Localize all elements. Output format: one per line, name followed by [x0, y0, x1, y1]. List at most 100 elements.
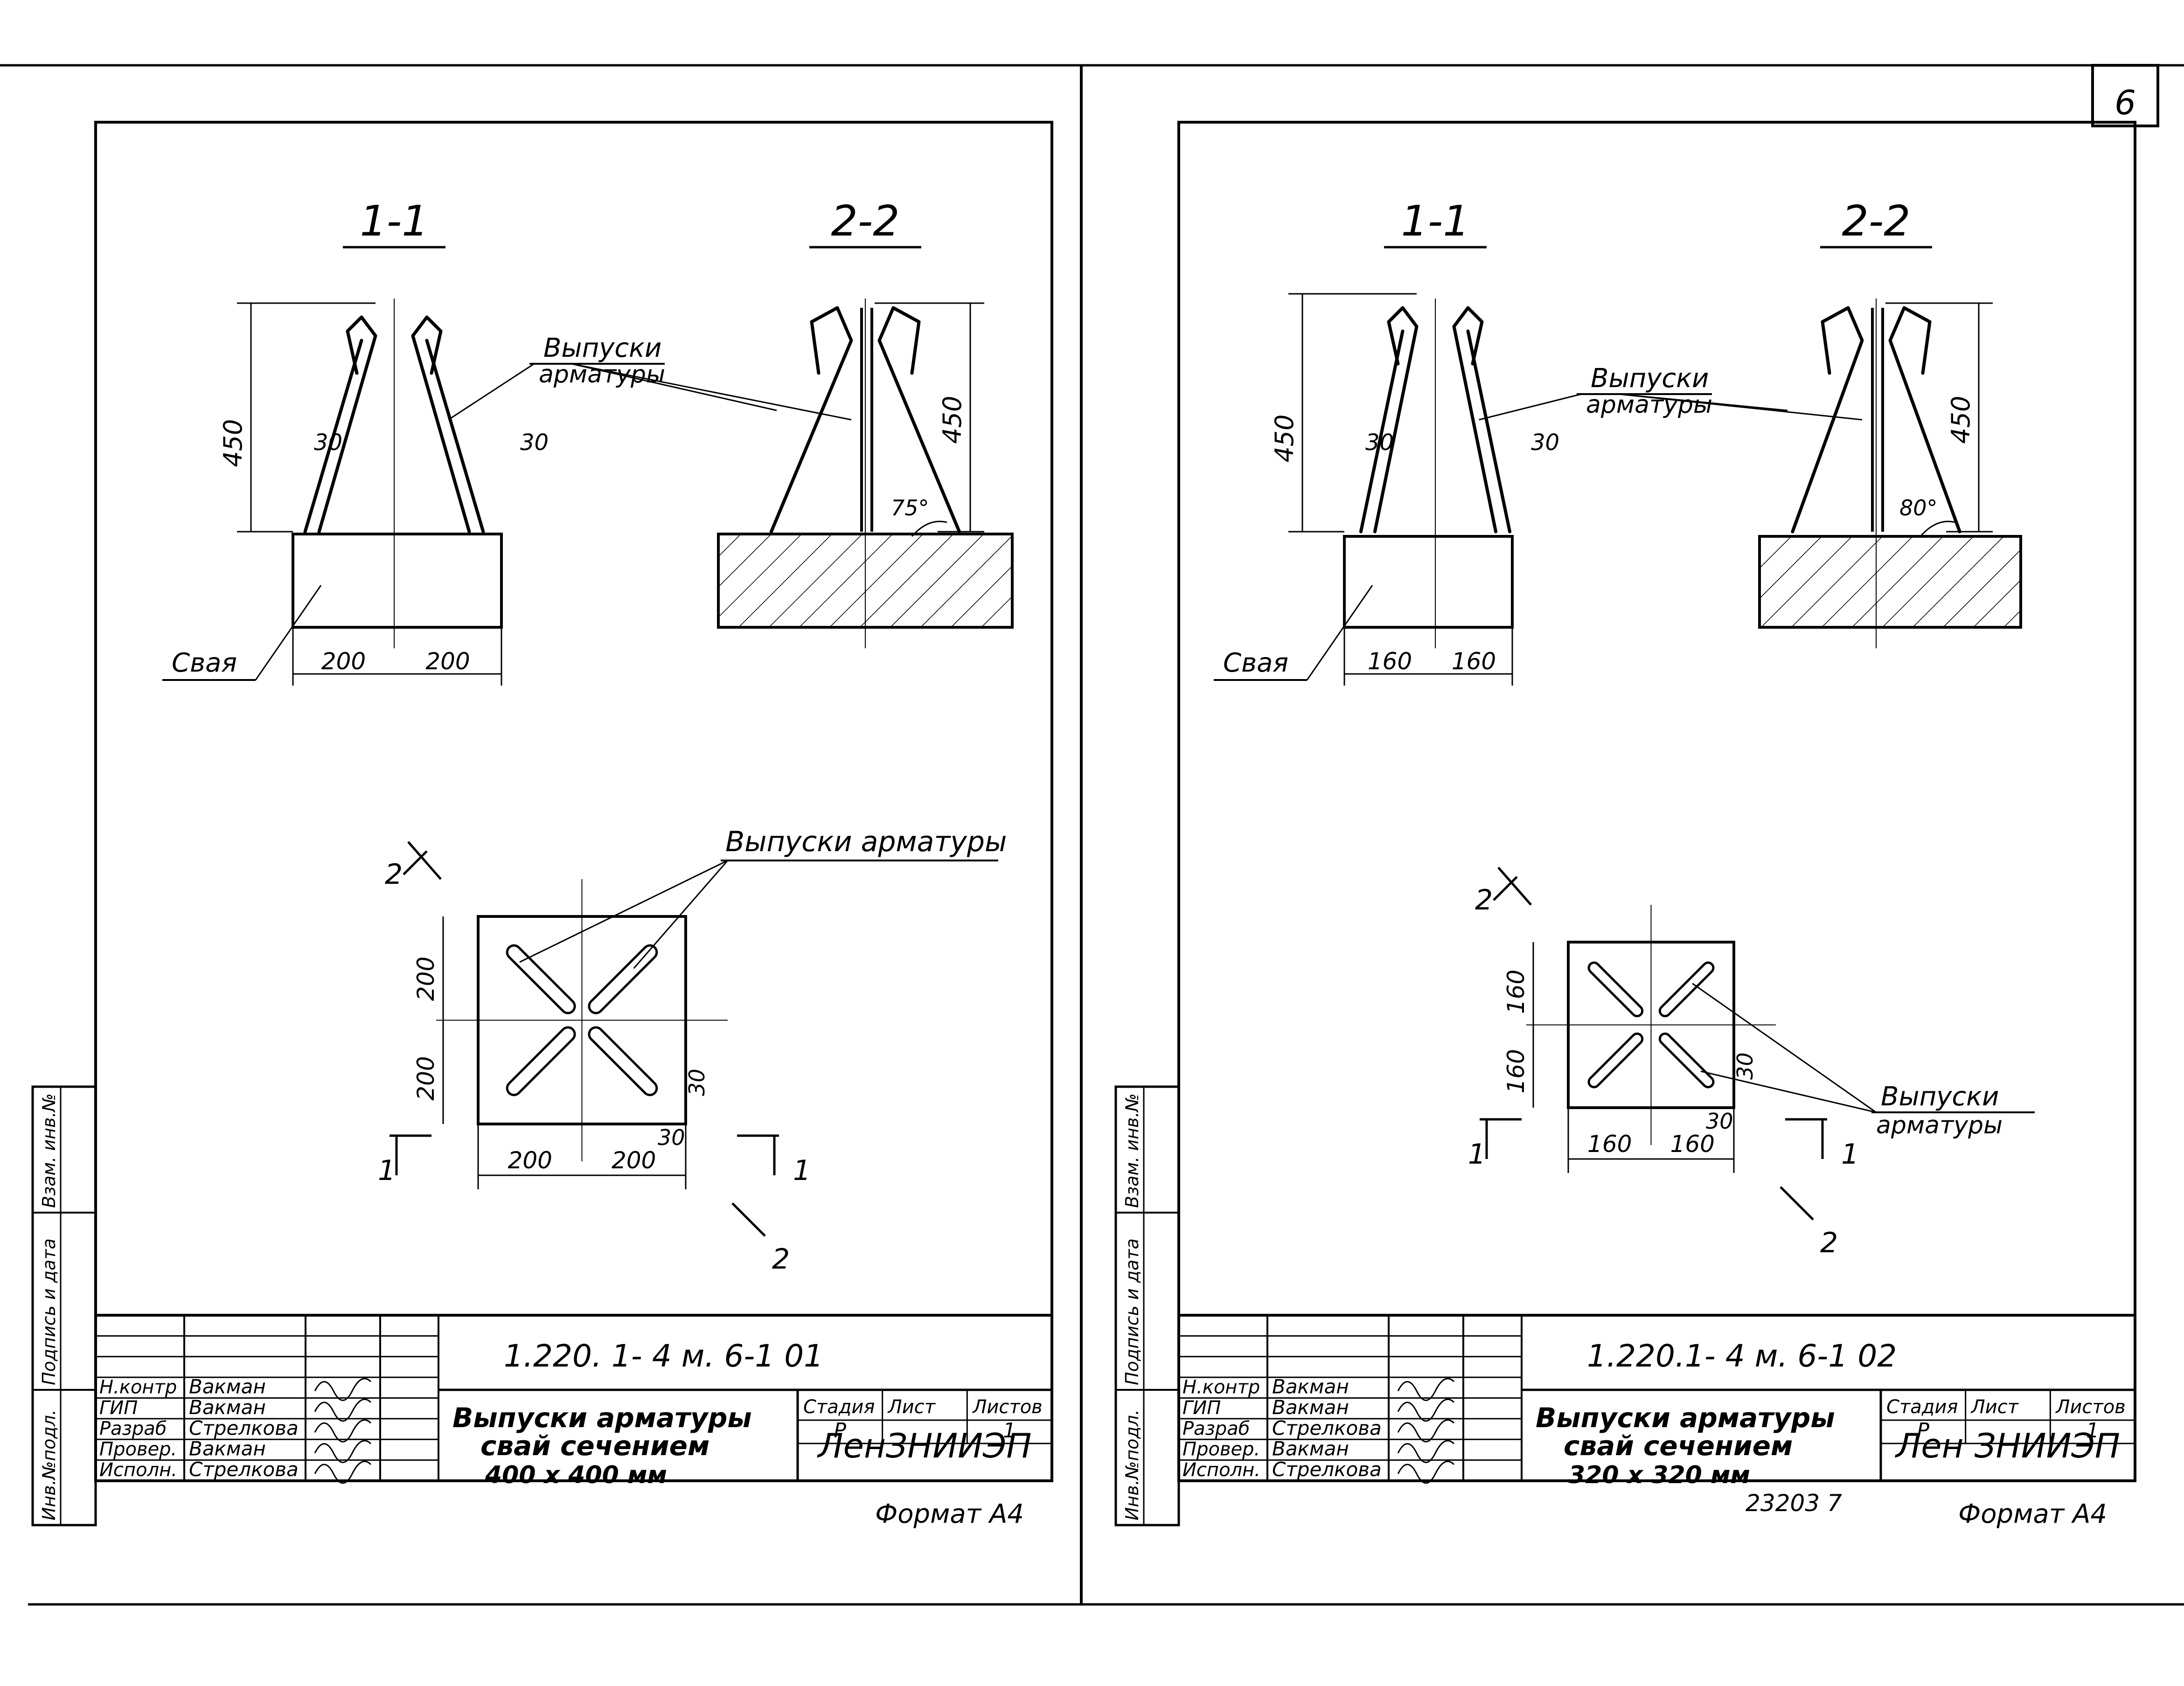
dim-offset-left-1-1: 30 — [1365, 430, 1394, 456]
stamp-name-4: Стрелкова — [1272, 1458, 1382, 1481]
outlets-callout-line-2: арматуры — [1586, 391, 1712, 419]
dim-half-left-1-1: 200 — [321, 648, 366, 675]
stamp-role-0: Н.контр — [99, 1377, 177, 1398]
outlets-leader — [571, 363, 852, 421]
stamp-header-1: Лист — [887, 1396, 936, 1418]
dim-half-left-1-1: 160 — [1368, 648, 1412, 675]
plan-dim-h-left: 200 — [508, 1147, 552, 1174]
sheet-title-line-3: 320 х 320 мм — [1568, 1461, 1750, 1489]
stamp-role-1: ГИП — [1182, 1397, 1221, 1419]
pile-callout: Свая — [1223, 648, 1288, 678]
angle-arc — [911, 520, 947, 537]
stamp-role-0: Н.контр — [1182, 1377, 1260, 1398]
plan-outlets-leader — [1700, 1070, 1877, 1113]
dim-height-1-1: 450 — [218, 419, 248, 467]
pile-callout: Свая — [172, 648, 237, 678]
rebar-slot — [590, 1028, 656, 1094]
plan-dim-v-lower: 160 — [1502, 1049, 1530, 1093]
binding-strip — [31, 1085, 97, 1526]
binding-strip — [1114, 1085, 1180, 1526]
section-mark-1-right: 1 — [1841, 1138, 1859, 1171]
dim-height-1-1: 450 — [1270, 414, 1299, 462]
sheet-title-line-2: свай сечением — [1564, 1430, 1793, 1462]
rebar-slot — [590, 946, 656, 1012]
rebar-slot — [1661, 964, 1712, 1015]
rebar-outlet-2-2 — [1791, 306, 1864, 534]
stamp-organization: ЛенЗНИИЭП — [817, 1426, 1032, 1465]
pile-callout-leader — [255, 585, 322, 680]
section-2-2-label: 2-2 — [1842, 197, 1911, 246]
stamp-header-2: Листов — [972, 1396, 1042, 1418]
plan-outlets-callout-1: Выпуски — [1881, 1082, 1999, 1112]
outlets-leader — [571, 363, 777, 411]
sheet-title-line-1: Выпуски арматуры — [1536, 1402, 1835, 1434]
stamp-name-1: Вакман — [189, 1396, 266, 1419]
plan-dim-h-left: 160 — [1587, 1131, 1632, 1158]
plan-dim-v-upper: 160 — [1502, 970, 1530, 1014]
stamp-header-2: Листов — [2055, 1396, 2125, 1418]
dim-half-right-1-1: 200 — [425, 648, 470, 675]
stamp-role-3: Провер. — [99, 1439, 177, 1460]
rebar-outlet-1-1-edge — [425, 339, 485, 534]
plan-dim-v-upper: 200 — [412, 957, 439, 1001]
signature — [1397, 1440, 1455, 1463]
side-label-replacement: Взам. инв.№ — [39, 1093, 59, 1208]
plan-outlets-leader — [1692, 983, 1877, 1113]
section-mark-line — [407, 841, 442, 880]
archive-number: 23203 7 — [1746, 1490, 1842, 1517]
signature — [314, 1419, 372, 1443]
sheet-frame — [94, 121, 1053, 1482]
stamp-name-1: Вакман — [1272, 1396, 1349, 1419]
dim-offset-right-1-1: 30 — [1531, 430, 1559, 456]
stamp-header-1: Лист — [1970, 1396, 2019, 1418]
plan-dim-offset-side: 30 — [684, 1068, 709, 1096]
outlets-callout-line-1: Выпуски — [543, 333, 661, 363]
stamp-organization: Лен ЗНИИЭП — [1894, 1426, 2120, 1465]
angle-arc — [1920, 520, 1956, 537]
sheet-title-line-3: 400 х 400 мм — [485, 1461, 667, 1489]
outlets-callout-line-1: Выпуски — [1591, 363, 1709, 394]
stamp-role-2: Разраб — [99, 1418, 167, 1439]
plan-dim-v-lower: 200 — [412, 1056, 439, 1100]
section-1-1-label: 1-1 — [1401, 197, 1470, 246]
section-mark-line — [403, 850, 428, 875]
stamp-value-0: Р — [1917, 1419, 1930, 1443]
side-label-signature: Подпись и дата — [39, 1238, 59, 1385]
signature — [314, 1440, 372, 1463]
rebar-outlet-2-2 — [877, 306, 961, 534]
stamp-role-1: ГИП — [99, 1397, 138, 1419]
rebar-slot — [1661, 1034, 1712, 1086]
stamp-role-2: Разраб — [1182, 1418, 1250, 1439]
rebar-outlet-1-1-edge — [1466, 329, 1512, 534]
dim-half-right-1-1: 160 — [1452, 648, 1496, 675]
dim-height-2-2: 450 — [1946, 395, 1975, 444]
page-number-box — [2091, 64, 2159, 127]
side-label-inv: Инв.№подл. — [1122, 1409, 1142, 1520]
section-mark-2-top: 2 — [1475, 884, 1493, 916]
format-label: Формат А4 — [875, 1499, 1024, 1529]
section-2-2-label: 2-2 — [831, 197, 900, 246]
stamp-name-0: Вакман — [189, 1375, 266, 1398]
section-mark-1-left: 1 — [1468, 1138, 1486, 1171]
sheet-title-line-1: Выпуски арматуры — [452, 1402, 752, 1434]
signature — [314, 1378, 372, 1401]
rebar-outlet-1-1 — [317, 315, 377, 534]
plan-outlets-leader — [633, 860, 729, 969]
plan-dim-h-right: 160 — [1670, 1131, 1715, 1158]
dim-offset-left-1-1: 30 — [314, 430, 342, 456]
sheet-title-line-2: свай сечением — [480, 1430, 709, 1462]
outlets-leader — [1618, 393, 1788, 411]
stamp-role-4: Исполн. — [99, 1459, 177, 1481]
pile-body-2-2 — [1758, 535, 2022, 629]
stamp-name-2: Стрелкова — [189, 1416, 299, 1439]
stamp-name-0: Вакман — [1272, 1375, 1349, 1398]
stamp-value-2: 1 — [1003, 1419, 1016, 1443]
pile-body-1-1 — [1343, 535, 1514, 629]
sheet-designation: 1.220.1- 4 м. 6-1 02 — [1587, 1338, 1897, 1374]
signature — [1397, 1460, 1455, 1484]
rebar-outlet-1-1 — [411, 315, 471, 534]
rebar-slot — [1590, 964, 1641, 1015]
plan-outlets-callout-2: арматуры — [1876, 1111, 2003, 1139]
section-mark-1-left: 1 — [378, 1154, 396, 1187]
